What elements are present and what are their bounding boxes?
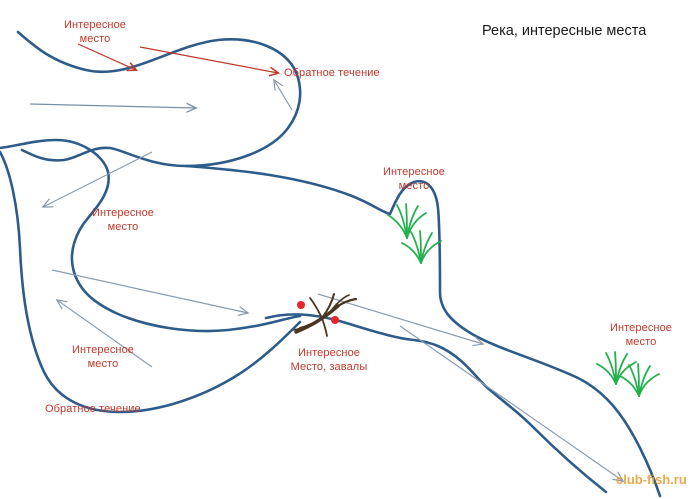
- marker-dot: [297, 301, 305, 309]
- grass-tuft: [596, 351, 637, 385]
- watermark: club-fish.ru: [616, 472, 687, 487]
- reverse-flow-pointer-top: [274, 80, 293, 111]
- reverse-current-arrows: [77, 43, 278, 73]
- label-spot-snag: Интересное Место, завалы: [290, 347, 368, 373]
- river-bank-outer-left: [0, 150, 302, 414]
- label-spot-lower-left: Интересное место: [71, 344, 135, 370]
- label-spot-mid-left: Интересное место: [91, 207, 155, 233]
- label-spot-grass-right: Интересное место: [609, 322, 673, 348]
- grass-cluster-upper: [387, 203, 442, 264]
- snag-branch: [293, 293, 358, 337]
- river-bank-upper: [16, 30, 302, 168]
- flow-arrow-top: [29, 104, 196, 108]
- grass-cluster-right: [596, 351, 660, 397]
- grass-tuft: [401, 230, 442, 264]
- marker-dot: [331, 316, 339, 324]
- flow-arrow-lower-right: [51, 269, 248, 313]
- label-spot-top-left: Интересное место: [63, 19, 127, 45]
- flow-arrow-lower-left-up: [57, 300, 153, 368]
- flow-arrow-downstream: [399, 325, 623, 481]
- reverse-arrow-long: [139, 46, 278, 73]
- label-reverse-flow-bottom: Обратное течение: [45, 403, 141, 415]
- label-reverse-flow-top: Обратное течение: [284, 67, 380, 79]
- grass-tuft: [387, 203, 427, 239]
- flow-arrow-mid-left: [43, 151, 153, 207]
- label-spot-grass-upper: Интересное место: [382, 166, 446, 192]
- river-bank-main-lower: [264, 313, 608, 494]
- flow-arrow-channel: [317, 293, 483, 344]
- snag-marker-dots: [297, 301, 339, 324]
- river-bank-lower-left: [0, 138, 302, 333]
- river-bank-main-upper: [184, 164, 662, 498]
- reverse-arrow-short: [77, 43, 136, 70]
- flow-arrows: [29, 80, 623, 481]
- grass-tuft: [619, 363, 660, 397]
- page-title: Река, интересные места: [482, 23, 647, 39]
